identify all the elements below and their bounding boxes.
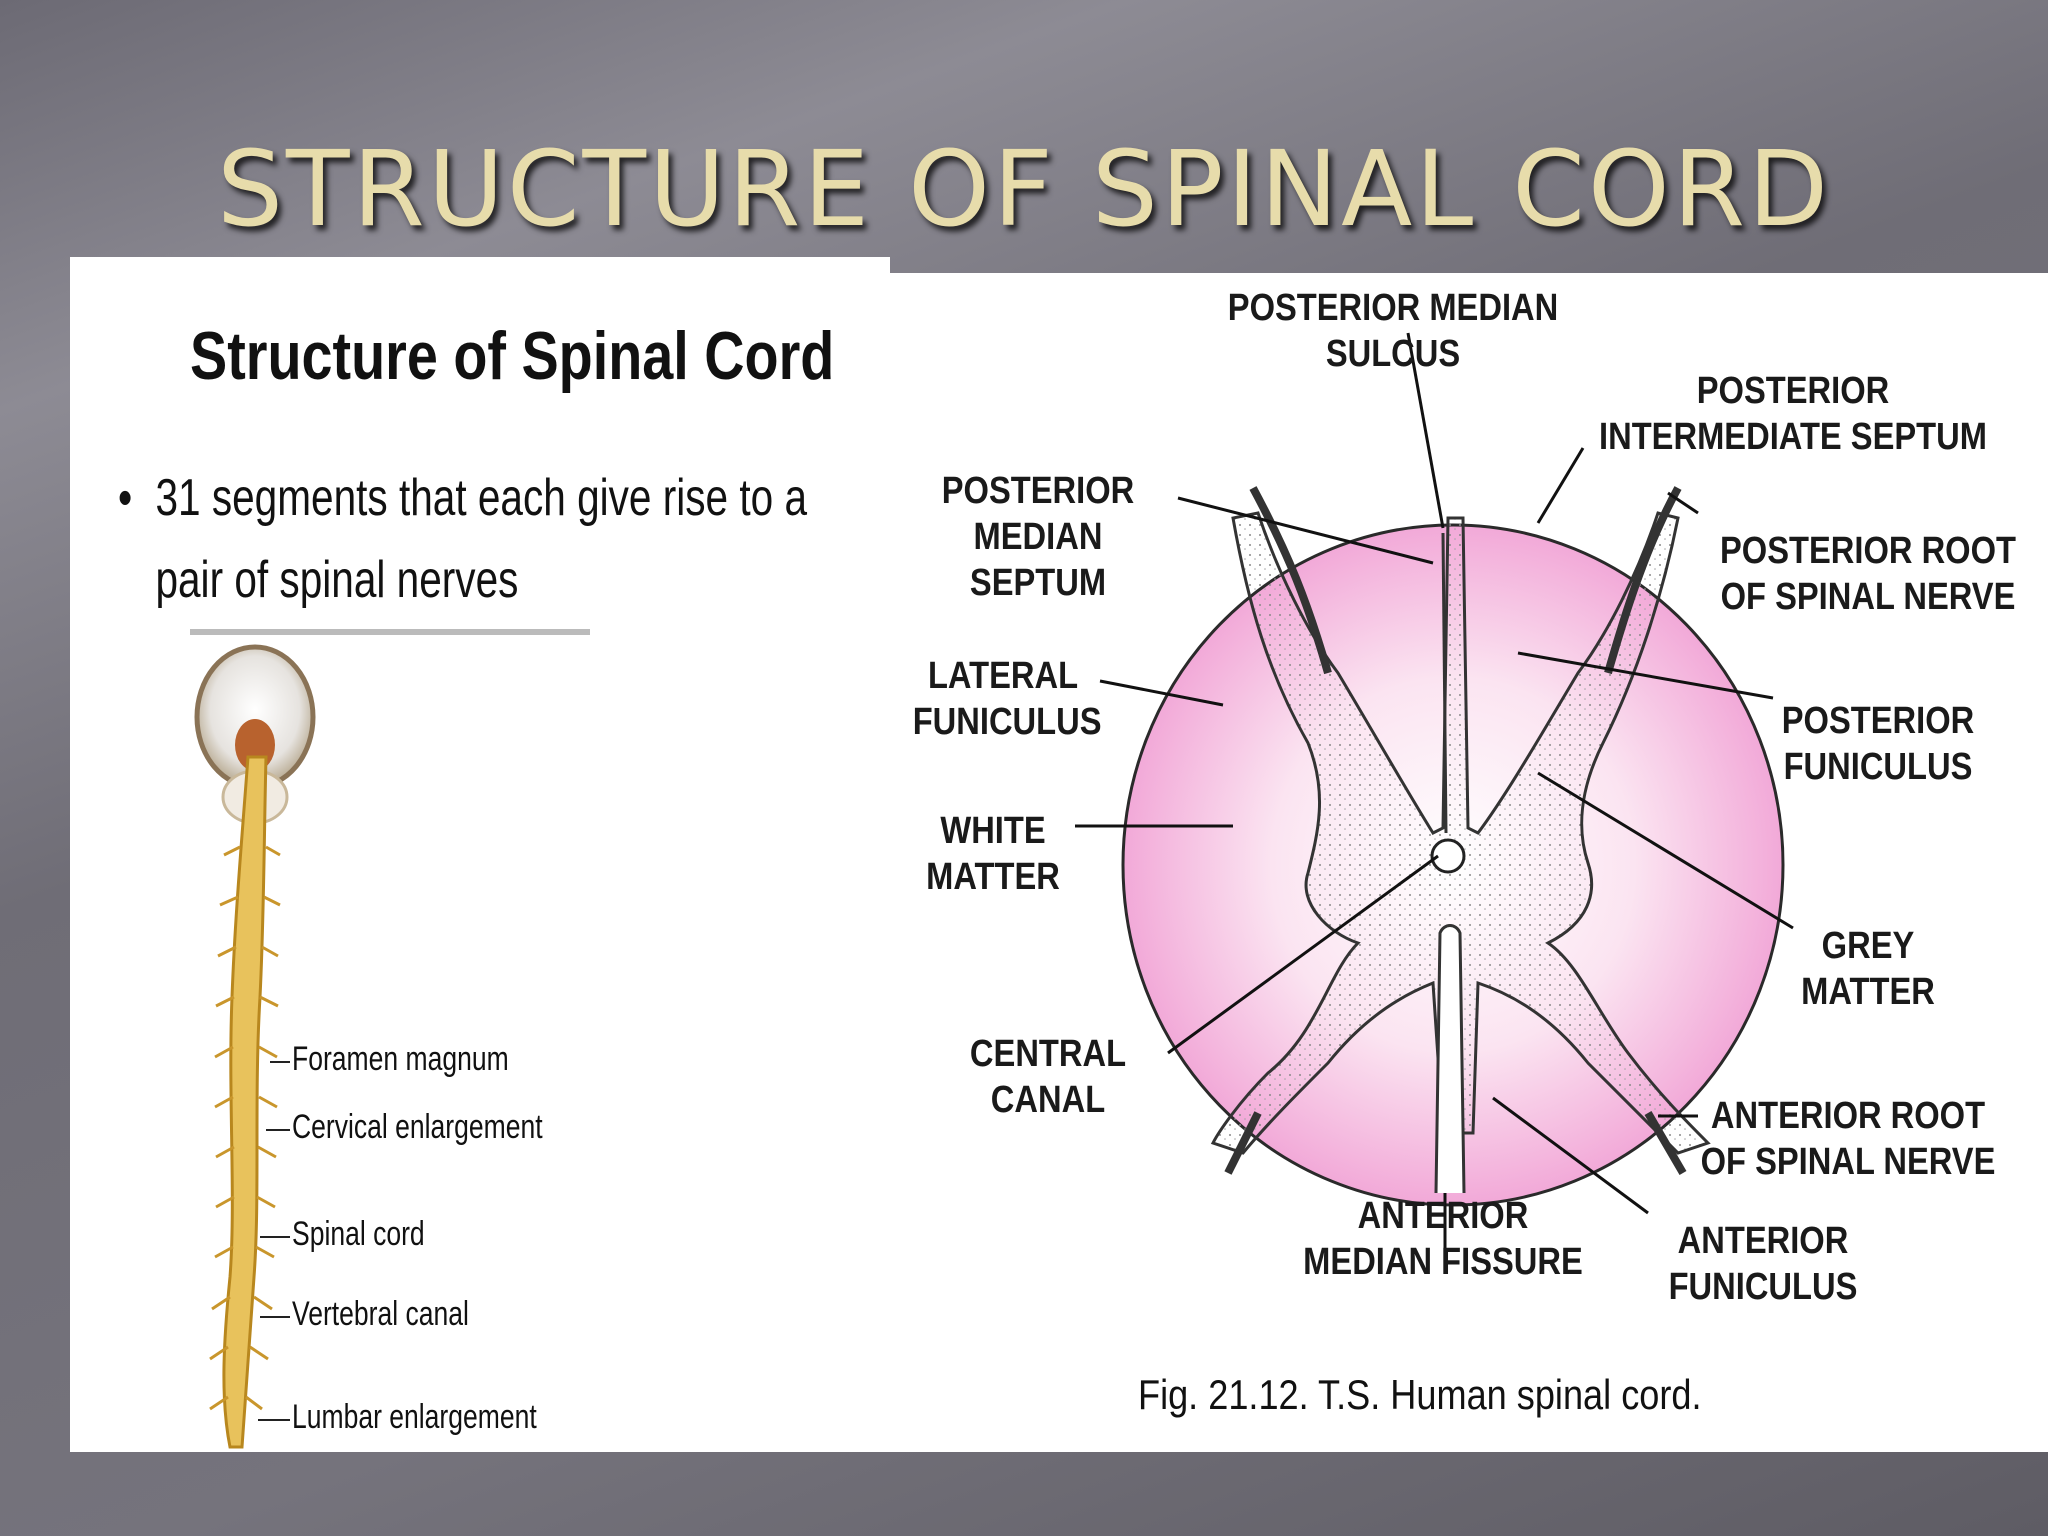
bullet-marker: •	[118, 469, 133, 527]
label-grey-matter: GREY MATTER	[1801, 925, 1935, 1013]
label-posterior-root: POSTERIOR ROOT OF SPINAL NERVE	[1720, 530, 2016, 618]
cord-label-spinal-cord: Spinal cord	[292, 1215, 425, 1253]
label-lateral-funiculus: LATERAL FUNICULUS	[912, 655, 1102, 743]
cord-label-lumbar-enlargement: Lumbar enlargement	[292, 1398, 537, 1436]
label-anterior-funiculus: ANTERIOR FUNICULUS	[1668, 1220, 1858, 1308]
right-panel: POSTERIOR MEDIAN SULCUS POSTERIOR INTERM…	[888, 273, 2048, 1452]
spinal-cord-illustration	[194, 644, 316, 1449]
cord-label-cervical-enlargement: Cervical enlargement	[292, 1108, 543, 1146]
posterior-root-left	[1249, 486, 1332, 675]
bullet-text: 31 segments that each give rise to a pai…	[155, 469, 808, 609]
panel-heading: Structure of Spinal Cord	[190, 318, 835, 394]
spinal-cord-shape	[222, 755, 268, 1449]
label-central-canal: CENTRAL CANAL	[969, 1033, 1127, 1121]
posterior-root-right	[1604, 486, 1682, 675]
cord-label-vertebral-canal: Vertebral canal	[292, 1295, 469, 1333]
anterior-fissure-shape	[1434, 924, 1466, 1194]
cross-section-diagram	[1075, 332, 1794, 1273]
spinal-nerve-roots	[209, 845, 281, 1411]
label-posterior-median-sulcus: POSTERIOR MEDIAN SULCUS	[1227, 287, 1559, 375]
label-posterior-funiculus: POSTERIOR FUNICULUS	[1781, 700, 1975, 788]
label-anterior-root: ANTERIOR ROOT OF SPINAL NERVE	[1700, 1095, 1996, 1183]
figure-caption: Fig. 21.12. T.S. Human spinal cord.	[1138, 1371, 1702, 1418]
label-anterior-median-fissure: ANTERIOR MEDIAN FISSURE	[1303, 1195, 1583, 1283]
cord-label-foramen-magnum: Foramen magnum	[292, 1040, 509, 1078]
label-posterior-intermediate-septum: POSTERIOR INTERMEDIATE SEPTUM	[1599, 370, 1987, 458]
left-panel: Structure of Spinal Cord • 31 segments t…	[70, 257, 890, 1452]
label-posterior-median-septum: POSTERIOR MEDIAN SEPTUM	[941, 470, 1135, 604]
label-white-matter: WHITE MATTER	[926, 810, 1060, 898]
anterior-root-right	[1644, 1110, 1687, 1176]
slide-title: STRUCTURE OF SPINAL CORD	[216, 128, 1832, 250]
central-canal-shape	[1430, 838, 1466, 874]
anterior-root-left	[1224, 1111, 1262, 1175]
copyright-line	[190, 629, 590, 635]
leader-lines	[1075, 332, 1794, 1273]
